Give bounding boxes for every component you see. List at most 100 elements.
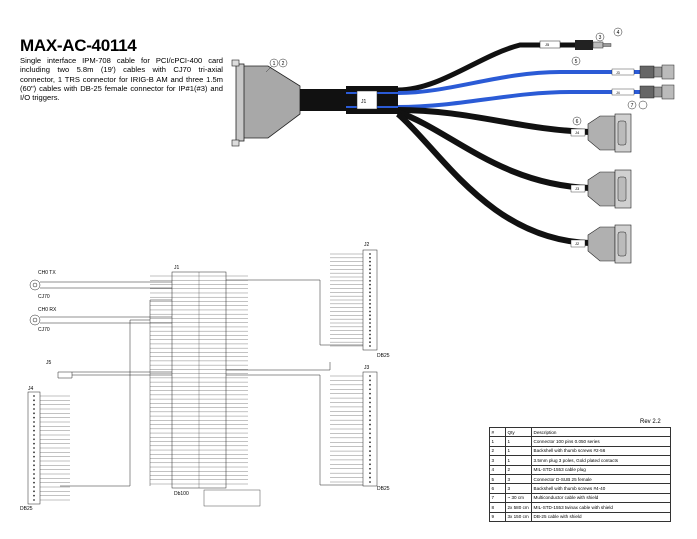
pin-contact — [369, 410, 371, 413]
bom-cell: 8 — [489, 502, 506, 513]
pin-contact — [369, 260, 371, 263]
pin-contact — [369, 256, 371, 259]
pin-contact — [33, 447, 35, 449]
pin-contact — [33, 464, 35, 467]
svg-text:J3: J3 — [616, 71, 620, 75]
pin-contact — [33, 425, 35, 428]
pin-contact — [33, 403, 35, 406]
bom-cell: MIL-STD-1553 cable plug — [531, 464, 671, 475]
pin-contact — [33, 451, 35, 454]
pin-contact — [369, 383, 371, 386]
db25-connector-j2 — [587, 224, 632, 264]
pin-contact — [369, 423, 371, 426]
pin-contact — [33, 473, 35, 475]
svg-text:DB25: DB25 — [377, 353, 390, 359]
bom-cell: 3.5mm plug 3 poles, Gold plated contacts — [531, 455, 671, 466]
pin-contact — [33, 412, 35, 415]
main-cable-label: J1 — [361, 99, 367, 105]
pin-contact — [33, 486, 35, 488]
revision-label: Rev 2.2 — [640, 419, 661, 425]
bom-cell: Qty — [505, 426, 532, 438]
pin-contact — [369, 283, 371, 286]
pin-contact — [369, 287, 371, 290]
pin-contact — [369, 463, 371, 466]
pin-contact — [369, 341, 371, 344]
pin-contact — [369, 272, 371, 275]
pin-contact — [33, 468, 35, 471]
pin-contact — [369, 302, 371, 305]
pin-contact — [369, 450, 371, 452]
svg-text:CH0 RX: CH0 RX — [38, 307, 57, 313]
svg-text:CJ70: CJ70 — [38, 327, 50, 333]
cable-boot — [300, 89, 346, 111]
pin-contact — [369, 264, 371, 267]
cable-assembly: J1 J5 J3 J4 J4 J3 J2 — [231, 27, 675, 264]
pin-contact — [33, 429, 35, 432]
bom-cell: 2x 580 cm — [505, 502, 532, 513]
schematic-labels: J1 Db100 J2 DB25 J3 DB25 J4 DB25 J5 CH0 … — [20, 242, 390, 512]
pin-contact — [369, 253, 371, 255]
db100-plug — [235, 63, 245, 142]
pin-contact — [33, 438, 35, 441]
bom-cell: 3 — [505, 483, 532, 494]
pin-contact — [369, 467, 371, 470]
diagram-title: MAX-AC-40114 — [20, 36, 137, 55]
trs-plug — [575, 40, 593, 50]
pin-contact — [369, 314, 371, 317]
db25-connector-j4 — [587, 113, 632, 153]
svg-text:J1: J1 — [174, 265, 180, 271]
pin-contact — [369, 414, 371, 417]
bom-cell: DB-25 cable with shield — [531, 511, 671, 522]
bom-cell: 1 — [489, 436, 506, 447]
pin-contact — [33, 460, 35, 462]
pin-contact — [369, 379, 371, 382]
pin-contact — [369, 333, 371, 336]
pin-contact — [369, 476, 371, 479]
j1-pin-rows — [150, 275, 248, 485]
svg-text:2: 2 — [282, 61, 285, 67]
bom-cell: Backshell with thumb screws #4-40 — [531, 483, 671, 494]
bom-cell: Connector 100 pins 0.050 series — [531, 436, 671, 447]
pin-contact — [369, 279, 371, 282]
db100-backshell — [242, 65, 301, 139]
svg-text:CH0 TX: CH0 TX — [38, 270, 56, 276]
pin-contact — [369, 322, 371, 324]
pin-contact — [369, 436, 371, 439]
bom-cell: MIL-STD-1553 twinax cable with shield — [531, 502, 671, 513]
pin-contact — [369, 325, 371, 328]
svg-text:J5: J5 — [46, 360, 52, 366]
bom-cell: 1 — [505, 436, 532, 447]
pin-contact — [33, 395, 35, 397]
pin-contact — [33, 490, 35, 493]
pin-contact — [33, 421, 35, 423]
pin-contact — [33, 434, 35, 436]
svg-text:J4: J4 — [616, 91, 620, 95]
bom-cell: ~ 30 cm — [505, 492, 532, 504]
pin-contact — [369, 388, 371, 391]
svg-text:J5: J5 — [545, 42, 550, 47]
j2-pin-rows — [330, 253, 371, 347]
pin-contact — [33, 399, 35, 402]
svg-text:J3: J3 — [575, 186, 580, 191]
svg-text:4: 4 — [617, 30, 620, 36]
svg-text:Db100: Db100 — [174, 491, 189, 497]
bom-cell: 4 — [489, 464, 506, 475]
pin-contact — [369, 445, 371, 448]
bom-cell: 2 — [489, 445, 506, 457]
svg-text:7: 7 — [631, 103, 634, 109]
svg-text:CJ70: CJ70 — [38, 294, 50, 300]
pin-contact — [369, 419, 371, 422]
j4-pin-rows — [33, 395, 70, 501]
cj70-plug-1 — [639, 64, 675, 80]
pin-contact — [369, 337, 371, 340]
svg-text:J4: J4 — [575, 130, 580, 135]
bom-cell: 6 — [489, 483, 506, 494]
